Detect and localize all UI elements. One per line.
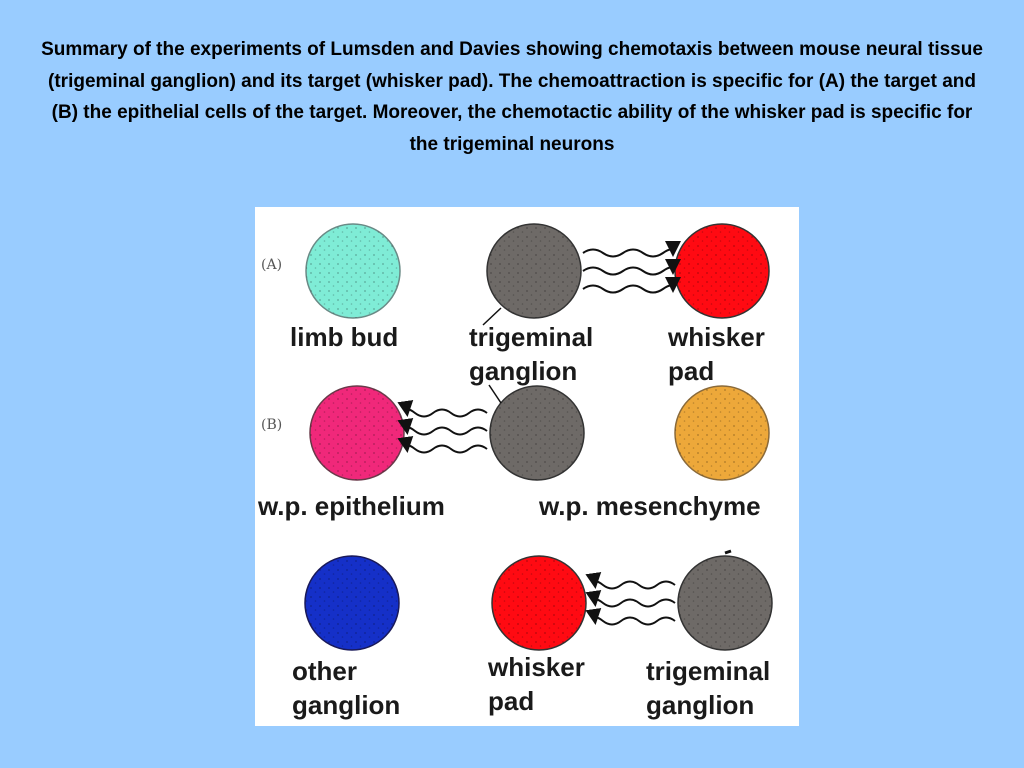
- label-limb-bud: limb bud: [290, 322, 399, 352]
- figure-caption: Summary of the experiments of Lumsden an…: [41, 39, 983, 155]
- axon-arrows-c: [585, 571, 676, 626]
- label-whisker-pad-a: whisker pad: [668, 322, 765, 386]
- experiment-figure: (A) (B) limb bud trigeminal ganglion whi…: [255, 207, 799, 726]
- panel-label-a: (A): [261, 257, 283, 273]
- label-trigeminal-ganglion-a: trigeminal ganglion: [469, 322, 594, 386]
- label-trigeminal-ganglion-c: trigeminal ganglion: [646, 656, 771, 720]
- label-wp-mesenchyme: w.p. mesenchyme: [539, 491, 761, 521]
- small-tick-c: [724, 549, 732, 555]
- axon-arrows-b: [397, 399, 488, 454]
- label-whisker-pad-c: whisker pad: [488, 652, 585, 716]
- label-wp-epithelium: w.p. epithelium: [258, 491, 445, 521]
- axon-arrows-a: [582, 240, 681, 294]
- pointer-line-a: [482, 307, 502, 326]
- pointer-line-b: [488, 384, 502, 404]
- panel-label-b: (B): [261, 417, 283, 433]
- diagram-graphics: [304, 223, 773, 651]
- label-other-ganglion: other ganglion: [292, 656, 401, 720]
